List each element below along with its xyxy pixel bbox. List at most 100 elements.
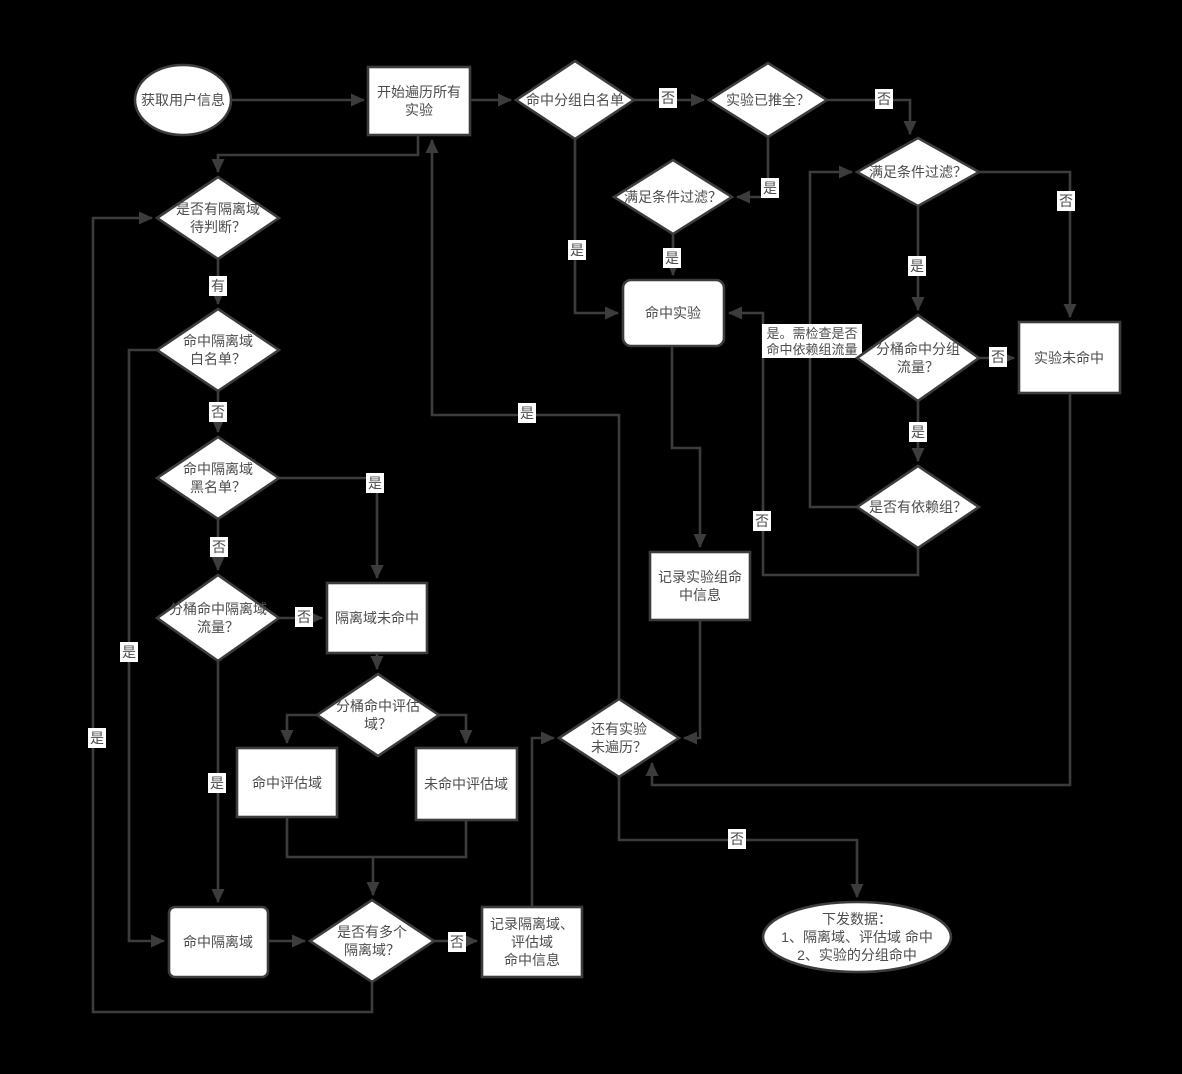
label-bg bbox=[728, 829, 746, 849]
label-text: 否 bbox=[1059, 193, 1073, 209]
node-bucket-hit-isolation-traffic: 分桶命中隔离域流量？ bbox=[154, 573, 282, 663]
node-label: 隔离域未命中 bbox=[335, 610, 419, 626]
node-label: 是否有隔离域待判断？ bbox=[176, 201, 260, 235]
node-hit-group-whitelist: 命中分组白名单 bbox=[513, 59, 637, 141]
node-get-user-info: 获取用户信息 bbox=[133, 63, 233, 137]
decision-shape bbox=[556, 697, 682, 779]
node-experiment-fully-rolled: 实验已推全？ bbox=[706, 61, 830, 139]
label-bg bbox=[568, 240, 586, 260]
label-text: 否 bbox=[730, 831, 744, 847]
node-hit-experiment: 命中实验 bbox=[621, 278, 726, 348]
node-label: 命中实验 bbox=[645, 305, 701, 321]
edge-label-no-5: 否 bbox=[753, 511, 771, 531]
label-text: 是 bbox=[520, 405, 534, 421]
label-text: 有 bbox=[211, 278, 225, 294]
node-isolation-not-hit: 隔离域未命中 bbox=[325, 581, 429, 655]
edge-label-has: 有 bbox=[209, 276, 227, 296]
label-bg bbox=[989, 347, 1007, 367]
edge-label-no-8: 否 bbox=[295, 607, 313, 627]
decision-shape bbox=[611, 158, 735, 236]
decision-shape bbox=[307, 898, 437, 984]
label-bg bbox=[120, 642, 138, 662]
process-shape bbox=[325, 581, 429, 655]
node-record-isolation-info: 记录隔离域、评估域命中信息 bbox=[480, 905, 584, 979]
node-label: 是否有依赖组？ bbox=[869, 499, 967, 515]
node-label: 分桶命中隔离域流量？ bbox=[169, 601, 267, 635]
label-bg bbox=[518, 403, 536, 423]
edge-multiple-isolation-yes-isolation-pending bbox=[91, 211, 374, 1014]
label-text: 否 bbox=[212, 539, 226, 555]
process-shape bbox=[366, 65, 472, 137]
edge-label-no-9: 否 bbox=[448, 932, 466, 952]
edge-label-yes-4: 是 bbox=[908, 256, 926, 276]
label-text: 是 bbox=[570, 242, 584, 258]
edge-labels: 否 是 否 是 是 否 是 否 是 是。需检查是否命中依赖组流量 否 有 否 是… bbox=[88, 88, 1075, 952]
node-label: 命中评估域 bbox=[252, 775, 322, 791]
edge-label-yes-2: 是 bbox=[761, 178, 779, 198]
nodes: 获取用户信息 开始遍历所有实验 命中分组白名单 实验已推全？ 满足条件过滤？ 满… bbox=[133, 59, 1122, 984]
label-bg bbox=[909, 422, 927, 442]
decision-shape bbox=[854, 313, 982, 403]
node-label: 是否有多个隔离域？ bbox=[337, 924, 407, 958]
node-hit-isolation: 命中隔离域 bbox=[167, 905, 270, 979]
edge-iso-blacklist-yes-isolation-not-hit bbox=[279, 476, 384, 579]
node-hit-isolation-blacklist: 命中隔离域黑名单？ bbox=[154, 435, 282, 521]
label-bg bbox=[753, 511, 771, 531]
label-bg bbox=[761, 178, 779, 198]
edge-hit-evaluation-multiple-isolation bbox=[285, 817, 380, 896]
node-condition-filter-left: 满足条件过滤？ bbox=[611, 158, 735, 236]
label-bg bbox=[209, 276, 227, 296]
node-start-iterate: 开始遍历所有实验 bbox=[366, 65, 472, 137]
node-label: 实验未命中 bbox=[1034, 350, 1104, 366]
edge-label-yes-6: 是 bbox=[120, 642, 138, 662]
decision-shape bbox=[706, 61, 830, 139]
label-bg bbox=[210, 537, 228, 557]
label-text: 是。需检查是否命中依赖组流量 bbox=[766, 326, 857, 357]
terminator-shape bbox=[133, 63, 233, 137]
node-more-experiments: 还有实验未遍历？ bbox=[556, 697, 682, 779]
edge-label-yes-9: 是 bbox=[88, 728, 106, 748]
process-shape bbox=[414, 746, 519, 822]
label-bg bbox=[295, 607, 313, 627]
process-shape bbox=[621, 278, 726, 348]
edge-label-dependent-note: 是。需检查是否命中依赖组流量 bbox=[762, 324, 862, 358]
edge-label-no-1: 否 bbox=[659, 88, 677, 108]
label-text: 否 bbox=[755, 513, 769, 529]
decision-shape bbox=[513, 59, 637, 141]
label-bg bbox=[1057, 191, 1075, 211]
edge-label-no-7: 否 bbox=[210, 537, 228, 557]
node-experiment-not-hit: 实验未命中 bbox=[1017, 320, 1122, 395]
edge-label-no-2: 否 bbox=[875, 89, 893, 109]
label-text: 是 bbox=[368, 475, 382, 491]
edge-whitelist-yes-hit-experiment bbox=[573, 139, 619, 320]
edge-not-hit-evaluation-multiple-isolation bbox=[373, 820, 468, 859]
label-text: 否 bbox=[661, 90, 675, 106]
label-bg bbox=[88, 728, 106, 748]
label-text: 否 bbox=[450, 934, 464, 950]
process-shape bbox=[648, 550, 752, 622]
edge-label-no-3: 否 bbox=[1057, 191, 1075, 211]
label-text: 是 bbox=[910, 258, 924, 274]
node-label: 未命中评估域 bbox=[424, 776, 508, 792]
label-text: 否 bbox=[297, 609, 311, 625]
edge-has-dependent-no-hit-experiment bbox=[728, 306, 920, 577]
node-bucket-hit-group-traffic: 分桶命中分组流量？ bbox=[854, 313, 982, 403]
node-hit-isolation-whitelist: 命中隔离域白名单？ bbox=[154, 307, 282, 393]
label-text: 否 bbox=[877, 91, 891, 107]
edge-label-yes-5: 是 bbox=[909, 422, 927, 442]
label-bg bbox=[209, 402, 227, 422]
label-text: 是 bbox=[665, 250, 679, 266]
edge-label-no-6: 否 bbox=[209, 402, 227, 422]
node-not-hit-evaluation: 未命中评估域 bbox=[414, 746, 519, 822]
edge-label-yes-10: 是 bbox=[518, 403, 536, 423]
node-has-isolation-pending: 是否有隔离域待判断？ bbox=[154, 175, 282, 261]
node-label: 命中隔离域 bbox=[183, 934, 253, 950]
node-label: 实验已推全？ bbox=[726, 92, 810, 108]
decision-shape bbox=[314, 672, 442, 758]
node-label: 开始遍历所有实验 bbox=[377, 84, 461, 118]
node-label: 满足条件过滤？ bbox=[869, 164, 967, 180]
label-bg bbox=[875, 89, 893, 109]
